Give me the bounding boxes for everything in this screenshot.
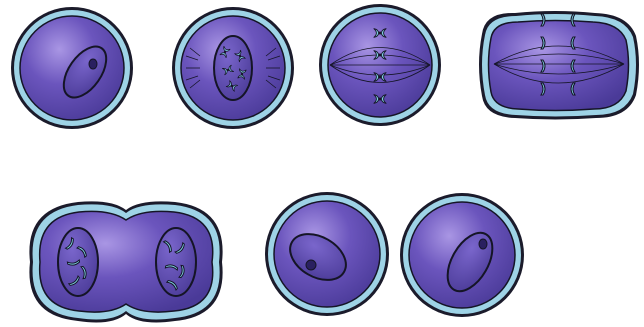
nucleus: [214, 36, 252, 100]
cell-interphase: [11, 7, 133, 129]
cell-telophase: [29, 201, 222, 322]
cell-metaphase: [319, 4, 441, 126]
daughter-cell-b: [400, 193, 524, 317]
cell-prophase: [172, 7, 294, 129]
daughter-cell-a: [265, 192, 389, 316]
cell-anaphase: [479, 11, 639, 120]
nucleolus: [89, 59, 97, 69]
nucleolus: [479, 239, 487, 249]
nucleolus: [306, 260, 316, 270]
